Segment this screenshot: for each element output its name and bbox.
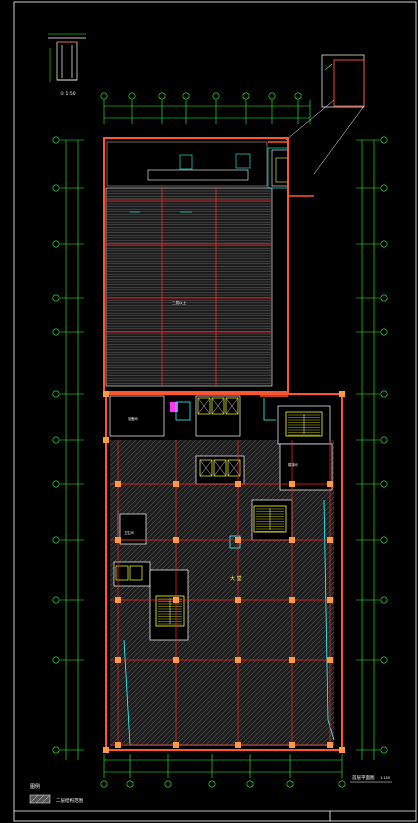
room-label-0: 设备间 [128, 416, 138, 421]
dimension-lines [60, 100, 380, 778]
room-label-2: 卫生间 [124, 530, 134, 535]
detail-caption: ① 1:50 [60, 91, 76, 97]
lower-block: 设备间 楼梯间 卫生间 [103, 391, 345, 753]
stairs [155, 411, 323, 627]
upper-block: 二层以上 [103, 137, 314, 397]
detail-drawing: ① 1:50 [48, 33, 86, 97]
plan-title: 首层平面图 [352, 774, 375, 781]
room-label-1: 楼梯间 [288, 462, 298, 467]
elevator-detail [285, 54, 365, 175]
grid-axis-bubbles [52, 92, 388, 788]
upper-hall-hatch [107, 190, 271, 384]
big-hall-label: 大 堂 [230, 575, 242, 582]
legend-title: 图例 [30, 783, 40, 790]
plan-title-block: 首层平面图 1:150 [350, 774, 392, 783]
legend-text: 二层结构范围 [56, 797, 83, 804]
columns [103, 391, 345, 753]
elevators [115, 397, 241, 581]
legend: 图例 二层结构范围 [29, 783, 83, 804]
drawing-frame [13, 1, 417, 822]
plan-scale: 1:150 [380, 776, 390, 780]
large-room-label: 二层以上 [172, 300, 187, 305]
